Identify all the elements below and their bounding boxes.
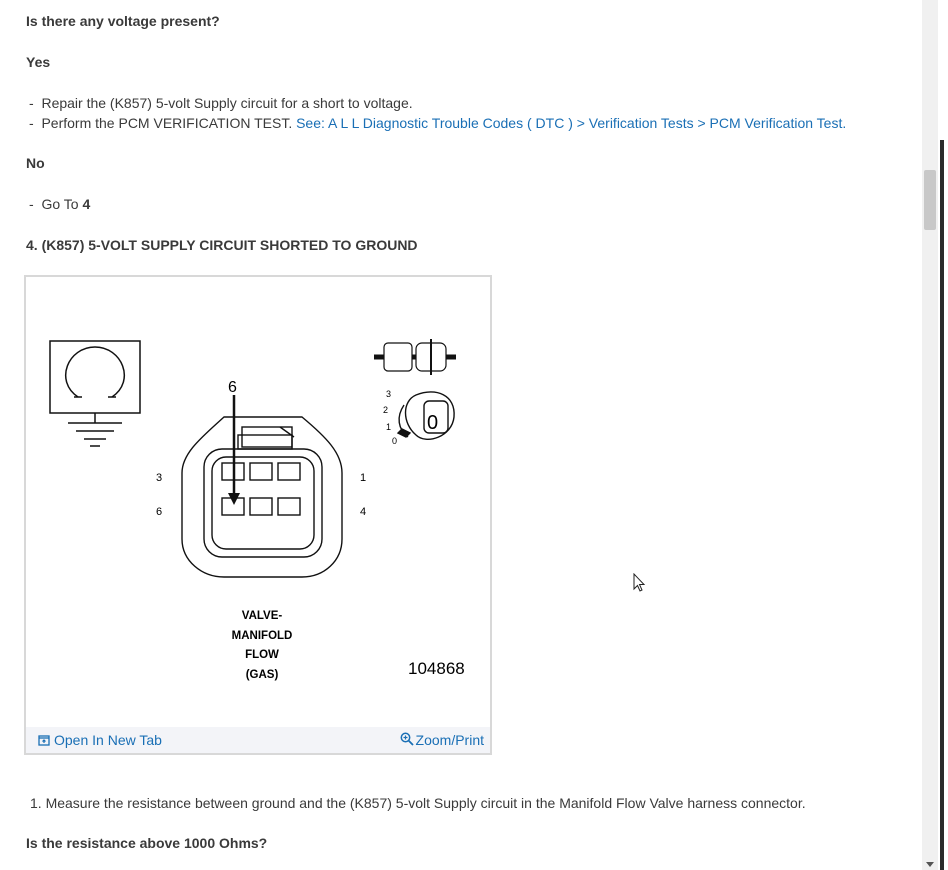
key-pos-1: 1 — [386, 422, 391, 432]
key-pos-2: 2 — [383, 405, 388, 415]
open-new-tab-label: Open In New Tab — [54, 732, 162, 748]
scroll-down-arrow-icon[interactable] — [926, 862, 934, 868]
mouse-cursor-icon — [633, 573, 646, 592]
pin-label-4: 4 — [360, 506, 366, 518]
step4-heading: 4. (K857) 5-VOLT SUPPLY CIRCUIT SHORTED … — [26, 237, 418, 253]
vertical-scrollbar[interactable] — [922, 0, 938, 870]
yes-label: Yes — [26, 54, 51, 70]
no-item-text: Go To — [41, 196, 79, 212]
ohmmeter-icon — [49, 340, 141, 447]
pin-label-3: 3 — [156, 472, 162, 484]
ignition-key-icon — [396, 391, 455, 440]
open-new-tab-button[interactable]: Open In New Tab — [38, 732, 162, 748]
yes-item-2-text: Perform the PCM VERIFICATION TEST. — [41, 115, 293, 131]
key-position-value: 0 — [427, 412, 438, 434]
pin-label-6: 6 — [156, 506, 162, 518]
pin-callout: 6 — [228, 379, 237, 396]
pin-arrow — [228, 395, 240, 505]
pin-label-1: 1 — [360, 472, 366, 484]
key-pos-3: 3 — [386, 389, 391, 399]
no-item: - Go To 4 — [29, 196, 91, 212]
connector-figure: 3 2 1 0 0 6 3 6 1 4 VALVE — [24, 275, 492, 755]
zoom-print-label: Zoom/Print — [415, 732, 484, 748]
key-pos-0: 0 — [392, 436, 397, 446]
yes-item-1: - Repair the (K857) 5-volt Supply circui… — [29, 95, 413, 111]
no-label: No — [26, 155, 45, 171]
zoom-icon — [400, 732, 414, 746]
window-edge-bar — [940, 140, 944, 870]
measure-step: 1. Measure the resistance between ground… — [30, 795, 806, 811]
open-tab-icon — [38, 735, 50, 746]
caption-line-3: FLOW — [245, 649, 279, 661]
connector-diagram: 3 2 1 0 0 6 3 6 1 4 VALVE — [49, 339, 465, 681]
caption-line-2: MANIFOLD — [232, 630, 293, 642]
harness-connector — [181, 416, 343, 578]
yes-item-2: - Perform the PCM VERIFICATION TEST. See… — [29, 115, 847, 131]
window-edge — [938, 0, 948, 870]
pcm-verification-link[interactable]: See: A L L Diagnostic Trouble Codes ( DT… — [296, 115, 843, 131]
caption-line-1: VALVE- — [242, 610, 283, 622]
caption-line-4: (GAS) — [246, 669, 279, 681]
zoom-print-button[interactable]: Zoom/Print — [400, 732, 484, 748]
figure-number: 104868 — [408, 659, 465, 678]
figure-toolbar: Open In New Tab Zoom/Print — [26, 727, 490, 753]
resistance-question: Is the resistance above 1000 Ohms? — [26, 835, 268, 851]
go-to-step: 4 — [82, 196, 91, 212]
connector-disconnect-icon — [374, 339, 456, 375]
scrollbar-thumb[interactable] — [924, 170, 936, 230]
voltage-question: Is there any voltage present? — [26, 13, 220, 29]
yes-item-1-text: Repair the (K857) 5-volt Supply circuit … — [41, 95, 413, 111]
